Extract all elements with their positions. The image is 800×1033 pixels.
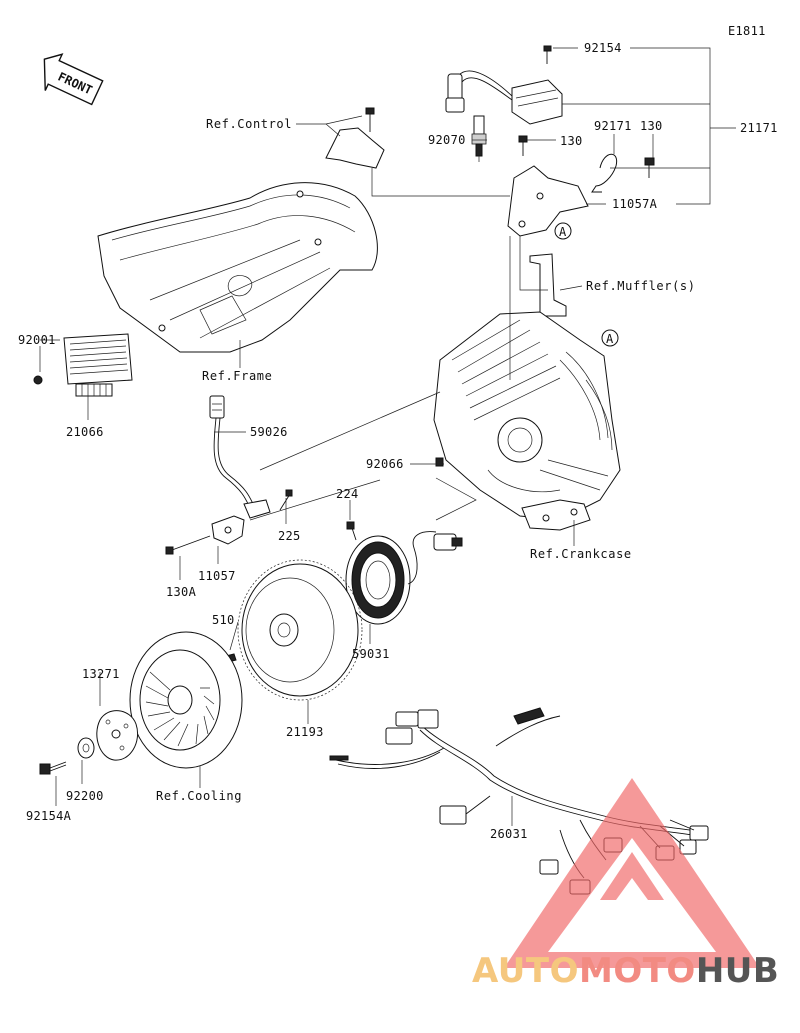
watermark-part-hub: HUB bbox=[696, 951, 779, 991]
label-92154: 92154 bbox=[584, 41, 622, 55]
ref-frame-label: Ref.Frame bbox=[202, 369, 272, 383]
label-21193: 21193 bbox=[286, 725, 324, 739]
ignition-coil bbox=[445, 70, 563, 125]
label-224: 224 bbox=[336, 487, 359, 501]
bracket-11057A bbox=[507, 165, 589, 237]
circle-marker-a-top: A bbox=[554, 222, 572, 240]
muffler-bracket bbox=[529, 253, 567, 317]
nut-92001 bbox=[33, 375, 43, 385]
bolt-130-top bbox=[518, 135, 528, 156]
diagram-code: E1811 bbox=[728, 24, 766, 38]
label-92070: 92070 bbox=[428, 133, 466, 147]
label-92001: 92001 bbox=[18, 333, 56, 347]
crankcase bbox=[433, 311, 621, 531]
bolt-225 bbox=[279, 489, 293, 511]
bolt-92154 bbox=[543, 45, 552, 64]
label-92066: 92066 bbox=[366, 457, 404, 471]
frame bbox=[97, 182, 378, 353]
label-59031: 59031 bbox=[352, 647, 390, 661]
cooling-fan bbox=[129, 631, 243, 769]
dowel-92066 bbox=[435, 457, 444, 467]
label-510: 510 bbox=[212, 613, 235, 627]
label-130A: 130A bbox=[166, 585, 197, 599]
flywheel-21193 bbox=[237, 559, 363, 701]
label-92171: 92171 bbox=[594, 119, 632, 133]
control-bracket bbox=[325, 107, 385, 169]
watermark-triangle-icon bbox=[504, 778, 760, 968]
ref-mufflers-label: Ref.Muffler(s) bbox=[586, 279, 696, 293]
ref-crankcase-label: Ref.Crankcase bbox=[530, 547, 632, 561]
watermark-logo bbox=[504, 778, 760, 968]
pickup-coil-59026 bbox=[209, 395, 271, 519]
regulator-21066 bbox=[63, 333, 133, 397]
bolt-92154A bbox=[39, 761, 67, 775]
front-arrow-icon: FRONT bbox=[43, 53, 104, 106]
label-92200: 92200 bbox=[66, 789, 104, 803]
label-11057A: 11057A bbox=[612, 197, 658, 211]
circle-marker-a-engine: A bbox=[601, 329, 619, 347]
watermark-part-moto: MOTO bbox=[579, 951, 696, 991]
watermark-text: AUTOMOTOHUB bbox=[472, 951, 779, 991]
label-11057: 11057 bbox=[198, 569, 236, 583]
bolt-130-right bbox=[644, 157, 655, 178]
label-130-right: 130 bbox=[640, 119, 663, 133]
leader-lines bbox=[39, 47, 736, 826]
label-130-top: 130 bbox=[560, 134, 583, 148]
label-92154A: 92154A bbox=[26, 809, 72, 823]
bolt-130A bbox=[165, 535, 211, 555]
ref-cooling-label: Ref.Cooling bbox=[156, 789, 242, 803]
bolt-224 bbox=[346, 521, 357, 541]
washer-92200 bbox=[77, 737, 95, 759]
svg-text:A: A bbox=[606, 332, 614, 346]
label-21066: 21066 bbox=[66, 425, 104, 439]
bracket-11057 bbox=[211, 515, 245, 545]
wiring-harness-26031 bbox=[329, 707, 709, 895]
spark-plug bbox=[471, 115, 487, 162]
svg-text:A: A bbox=[559, 225, 567, 239]
plate-13271 bbox=[96, 710, 138, 761]
label-225: 225 bbox=[278, 529, 301, 543]
clip-92171 bbox=[591, 153, 618, 193]
label-13271: 13271 bbox=[82, 667, 120, 681]
label-26031: 26031 bbox=[490, 827, 528, 841]
stator-59031 bbox=[345, 531, 463, 625]
label-59026: 59026 bbox=[250, 425, 288, 439]
label-21171: 21171 bbox=[740, 121, 778, 135]
watermark-part-auto: AUTO bbox=[472, 951, 579, 991]
ref-control-label: Ref.Control bbox=[206, 117, 292, 131]
